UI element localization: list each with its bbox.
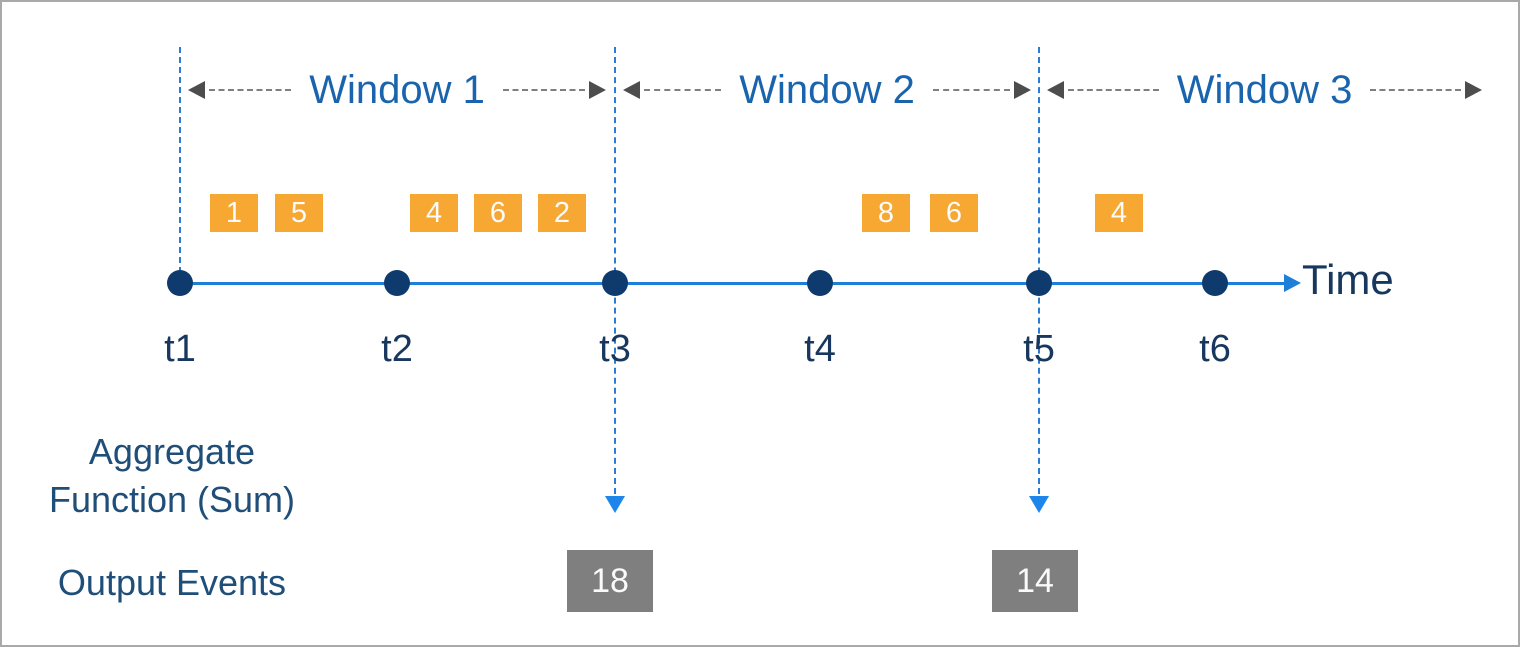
dashed-line bbox=[209, 89, 292, 91]
aggregate-caption-line1: Aggregate bbox=[88, 431, 256, 472]
arrow-right-icon bbox=[1465, 81, 1482, 99]
timeline-arrow-icon bbox=[1284, 274, 1301, 292]
tick-label-t6: t6 bbox=[1199, 328, 1231, 370]
dashed-line bbox=[644, 89, 722, 91]
tick-label-t3: t3 bbox=[599, 328, 631, 370]
dashed-line bbox=[502, 89, 585, 91]
output-event-box: 14 bbox=[992, 550, 1078, 612]
timeline-axis bbox=[180, 282, 1284, 285]
event-box: 8 bbox=[862, 194, 910, 232]
window-3-label: Window 3 bbox=[1176, 67, 1353, 112]
tick-label-t2: t2 bbox=[381, 328, 413, 370]
dashed-line bbox=[1068, 89, 1159, 91]
dashed-line bbox=[932, 89, 1010, 91]
window-2-label: Window 2 bbox=[739, 67, 915, 112]
event-box: 5 bbox=[275, 194, 323, 232]
window-1-label: Window 1 bbox=[309, 67, 485, 112]
timeline-dot-t1 bbox=[167, 270, 193, 296]
window-1-span: Window 1 bbox=[188, 68, 606, 112]
event-box: 4 bbox=[410, 194, 458, 232]
timeline-dot-t2 bbox=[384, 270, 410, 296]
tick-label-t5: t5 bbox=[1023, 328, 1055, 370]
event-box: 1 bbox=[210, 194, 258, 232]
output-arrow-down-icon bbox=[605, 496, 625, 513]
event-box: 6 bbox=[474, 194, 522, 232]
arrow-left-icon bbox=[623, 81, 640, 99]
timeline-dot-t3 bbox=[602, 270, 628, 296]
output-arrow-down-icon bbox=[1029, 496, 1049, 513]
event-box: 6 bbox=[930, 194, 978, 232]
timeline-dot-t5 bbox=[1026, 270, 1052, 296]
arrow-right-icon bbox=[589, 81, 606, 99]
aggregate-function-caption: Aggregate Function (Sum) bbox=[30, 428, 314, 524]
arrow-right-icon bbox=[1014, 81, 1031, 99]
event-box: 4 bbox=[1095, 194, 1143, 232]
time-axis-label: Time bbox=[1302, 256, 1394, 303]
dashed-line bbox=[1370, 89, 1461, 91]
timeline-dot-t4 bbox=[807, 270, 833, 296]
tick-label-t4: t4 bbox=[804, 328, 836, 370]
arrow-left-icon bbox=[1047, 81, 1064, 99]
timeline-dot-t6 bbox=[1202, 270, 1228, 296]
event-box: 2 bbox=[538, 194, 586, 232]
output-event-box: 18 bbox=[567, 550, 653, 612]
window-2-span: Window 2 bbox=[623, 68, 1031, 112]
window-3-span: Window 3 bbox=[1047, 68, 1482, 112]
arrow-left-icon bbox=[188, 81, 205, 99]
window-boundary-line-t1 bbox=[179, 47, 181, 283]
tick-label-t1: t1 bbox=[164, 328, 196, 370]
aggregate-caption-line2: Function (Sum) bbox=[48, 479, 296, 520]
output-events-caption: Output Events bbox=[57, 562, 287, 603]
